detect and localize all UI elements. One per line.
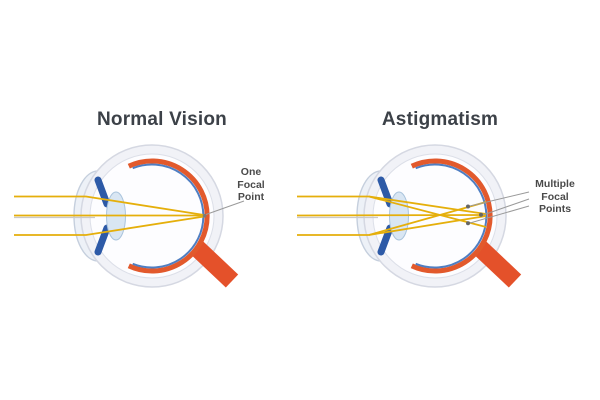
focal-point-dot-1 (466, 204, 470, 209)
optic-nerve (472, 240, 522, 288)
normal-vision-title: Normal Vision (96, 109, 227, 130)
choroid-ring (127, 158, 210, 274)
focal-point-dot (202, 213, 207, 218)
normal-vision-eye (14, 144, 245, 288)
optic-nerve (189, 240, 239, 288)
astigmatism-eye (296, 144, 530, 288)
choroid-ring (410, 158, 493, 274)
retina-line (415, 163, 488, 269)
focal-points-leader-line-2 (482, 198, 530, 216)
light-ray-top-mild (368, 195, 487, 215)
focal-point-leader-line (205, 200, 245, 215)
light-ray-middle (296, 214, 487, 217)
focal-points-leader-line-3 (469, 205, 530, 224)
light-ray-bottom-mild (368, 215, 487, 236)
focal-point-dot-3 (466, 221, 470, 226)
light-ray-top (14, 195, 205, 216)
one-focal-point-label: One Focal Point (237, 166, 265, 203)
focal-point-dot-2 (479, 212, 483, 217)
light-ray-bottom (14, 215, 205, 236)
astigmatism-title: Astigmatism (381, 109, 499, 130)
focal-points-leader-line-1 (469, 191, 530, 207)
multiple-focal-points-label: Multiple Focal Points (535, 178, 575, 215)
